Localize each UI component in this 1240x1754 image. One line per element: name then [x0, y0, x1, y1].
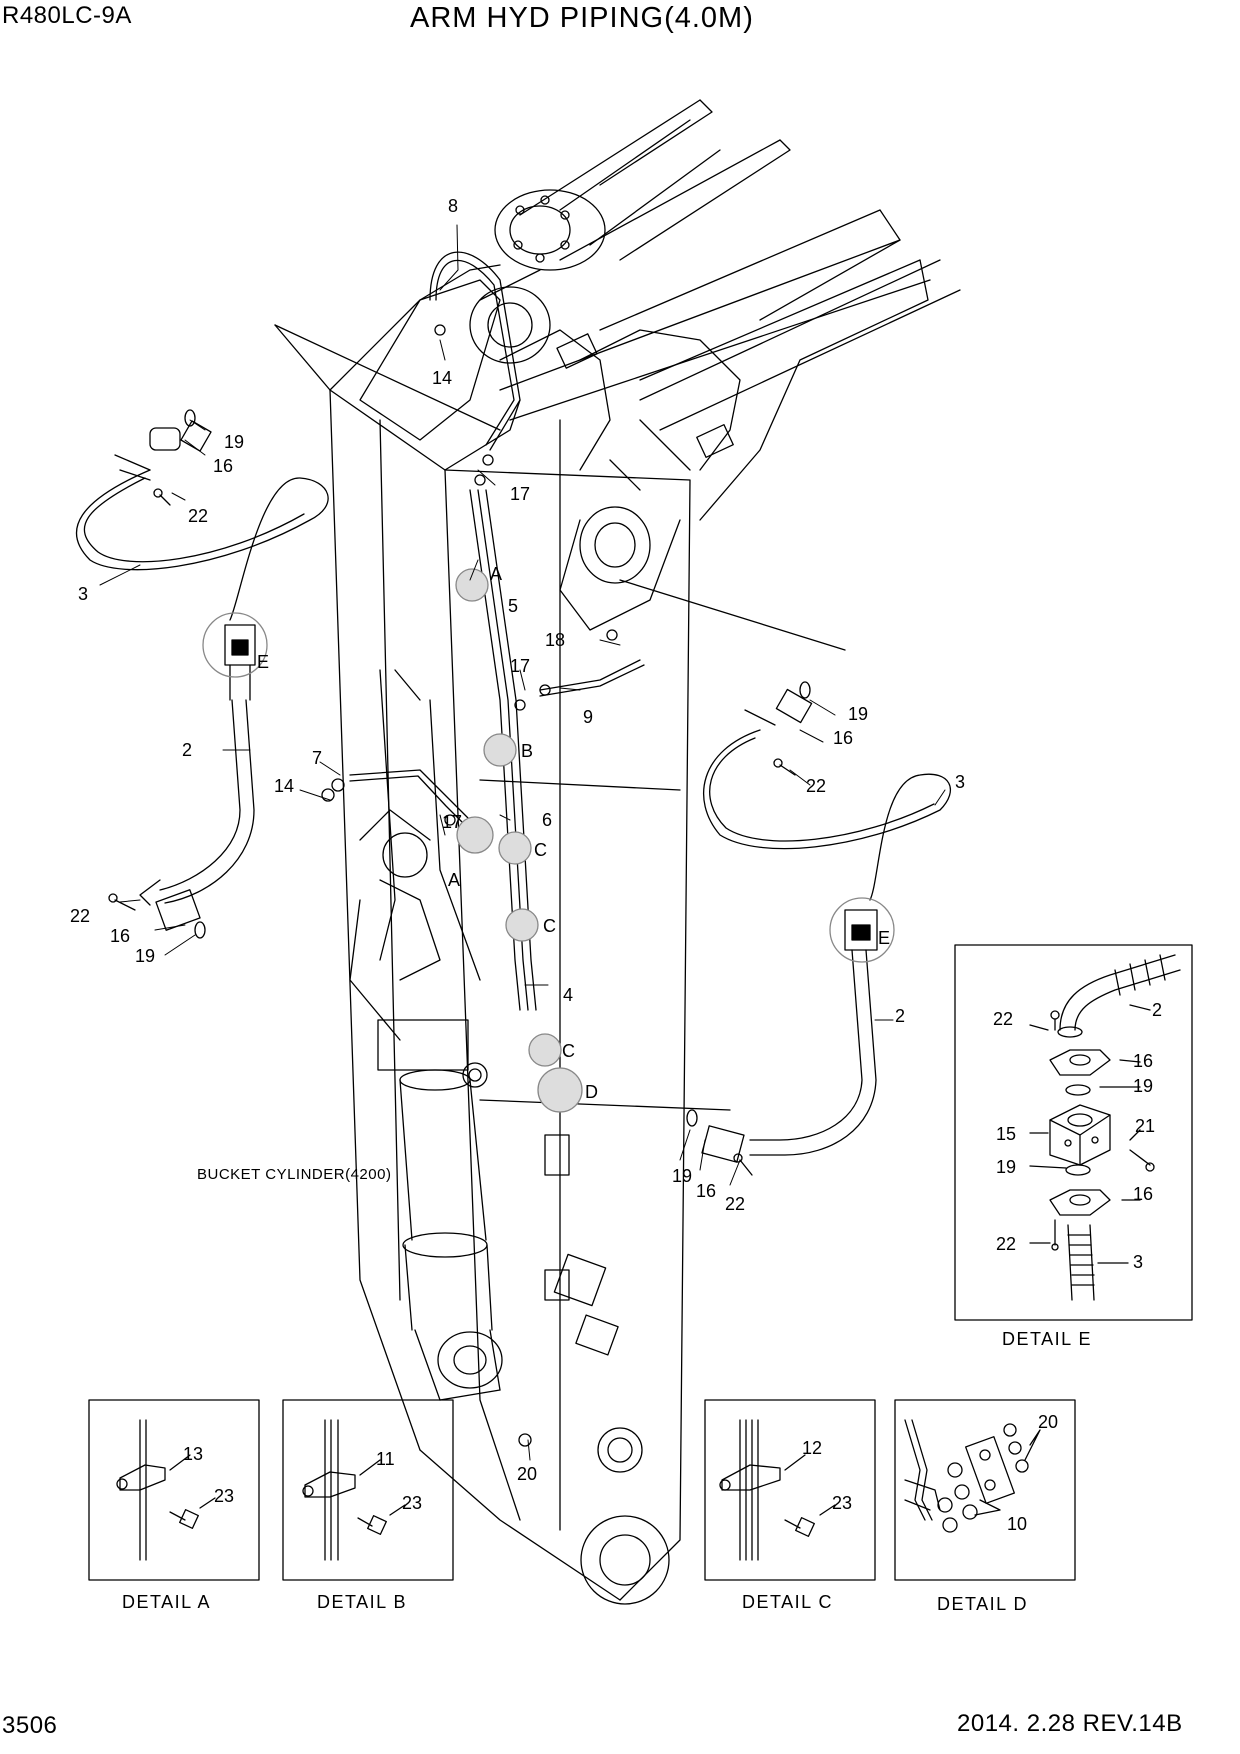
part-label-16-right: 16 [833, 728, 853, 748]
part-label-19-bottom: 19 [672, 1166, 692, 1186]
model-number: R480LC-9A [2, 2, 132, 29]
part-label-18: 18 [545, 630, 565, 650]
marker-a-lower: A [448, 870, 460, 890]
caption-detail-c: DETAIL C [742, 1592, 833, 1612]
detail-e-label-19-bottom: 19 [996, 1157, 1016, 1177]
part-label-2-left: 2 [182, 740, 192, 760]
part-label-3-left: 3 [78, 584, 88, 604]
detail-b-label-11: 11 [376, 1449, 395, 1469]
part-label-8: 8 [448, 196, 458, 216]
detail-e-label-22-bottom: 22 [996, 1234, 1016, 1254]
part-label-14-mid: 14 [274, 776, 294, 796]
detail-e-label-16-top: 16 [1133, 1051, 1153, 1071]
caption-detail-e: DETAIL E [1002, 1329, 1092, 1349]
marker-e-right: E [878, 928, 890, 948]
part-label-19-top-left: 19 [224, 432, 244, 452]
hose-3-left-drawing [75, 420, 329, 701]
detail-c-label-23: 23 [832, 1493, 852, 1513]
part-label-22-right: 22 [806, 776, 826, 796]
page-title: ARM HYD PIPING(4.0M) [410, 2, 754, 34]
fittings-drawing [108, 324, 811, 1447]
detail-e-label-22-top: 22 [993, 1009, 1013, 1029]
hose-3-right-drawing [703, 688, 951, 951]
part-number-labels: 8 14 19 16 22 17 3 5 18 17 9 2 7 14 6 17… [70, 196, 965, 1484]
detail-e-labels: 22 2 16 19 21 15 19 16 22 3 [993, 1000, 1162, 1272]
detail-d-label-20: 20 [1038, 1412, 1058, 1432]
detail-c-box [704, 1399, 876, 1581]
marker-e-left: E [257, 652, 269, 672]
part-label-7: 7 [312, 748, 322, 768]
detail-e-label-19-top: 19 [1133, 1076, 1153, 1096]
part-label-20: 20 [517, 1464, 537, 1484]
marker-b: B [521, 741, 533, 761]
part-label-17-mid: 17 [510, 656, 530, 676]
bucket-cylinder-note: BUCKET CYLINDER(4200) [197, 1166, 391, 1183]
detail-e-label-2: 2 [1152, 1000, 1162, 1020]
detail-a-box [88, 1399, 260, 1581]
part-label-3-right: 3 [955, 772, 965, 792]
detail-captions: DETAIL A DETAIL B DETAIL C DETAIL D DETA… [122, 1329, 1092, 1614]
marker-c-upper: C [534, 840, 547, 860]
detail-e-label-15: 15 [996, 1124, 1016, 1144]
part-label-5: 5 [508, 596, 518, 616]
page-number: 3506 [2, 1712, 58, 1739]
caption-detail-b: DETAIL B [317, 1592, 407, 1612]
part-label-22-left: 22 [70, 906, 90, 926]
detail-a-label-13: 13 [183, 1444, 203, 1464]
hose-2-left-drawing [139, 699, 255, 931]
leader-lines [99, 224, 946, 1461]
detail-d-label-10: 10 [1007, 1514, 1027, 1534]
bucket-cylinder-drawing [399, 1069, 503, 1401]
detail-e-box [954, 944, 1193, 1321]
detail-callout-circles [202, 568, 895, 1113]
caption-detail-a: DETAIL A [122, 1592, 211, 1612]
part-label-2-right: 2 [895, 1006, 905, 1026]
caption-detail-d: DETAIL D [937, 1594, 1028, 1614]
part-label-17-low: 17 [442, 812, 462, 832]
part-label-22-top-left: 22 [188, 506, 208, 526]
part-label-16-bottom: 16 [696, 1181, 716, 1201]
revision-date: 2014. 2.28 REV.14B [957, 1710, 1183, 1737]
detail-abcd-labels: 13 23 11 23 12 23 20 10 [183, 1412, 1058, 1534]
marker-c-mid: C [543, 916, 556, 936]
part-label-19-left: 19 [135, 946, 155, 966]
bucket-link-drawing [349, 669, 488, 1088]
detail-a-label-23: 23 [214, 1486, 234, 1506]
hose-2-right-drawing [686, 949, 877, 1163]
part-label-14-top: 14 [432, 368, 452, 388]
marker-c-lower: C [562, 1041, 575, 1061]
marker-a-upper: A [490, 564, 502, 584]
part-label-22-bottom: 22 [725, 1194, 745, 1214]
detail-d-box [894, 1399, 1076, 1581]
detail-e-label-3: 3 [1133, 1252, 1143, 1272]
part-label-9: 9 [583, 707, 593, 727]
arm-body-drawing [274, 264, 846, 1605]
part-label-19-right: 19 [848, 704, 868, 724]
boom-drawing [494, 99, 961, 631]
hydraulic-lines [349, 251, 645, 1011]
detail-b-label-23: 23 [402, 1493, 422, 1513]
detail-markers: A B C A C C D E E [257, 564, 890, 1102]
part-label-17-top: 17 [510, 484, 530, 504]
detail-b-box [282, 1399, 454, 1581]
part-label-4: 4 [563, 985, 573, 1005]
marker-d: D [585, 1082, 598, 1102]
detail-e-label-21: 21 [1135, 1116, 1155, 1136]
detail-e-label-16-bottom: 16 [1133, 1184, 1153, 1204]
part-label-6: 6 [542, 810, 552, 830]
part-label-16-top-left: 16 [213, 456, 233, 476]
part-label-16-left: 16 [110, 926, 130, 946]
detail-c-label-12: 12 [802, 1438, 822, 1458]
